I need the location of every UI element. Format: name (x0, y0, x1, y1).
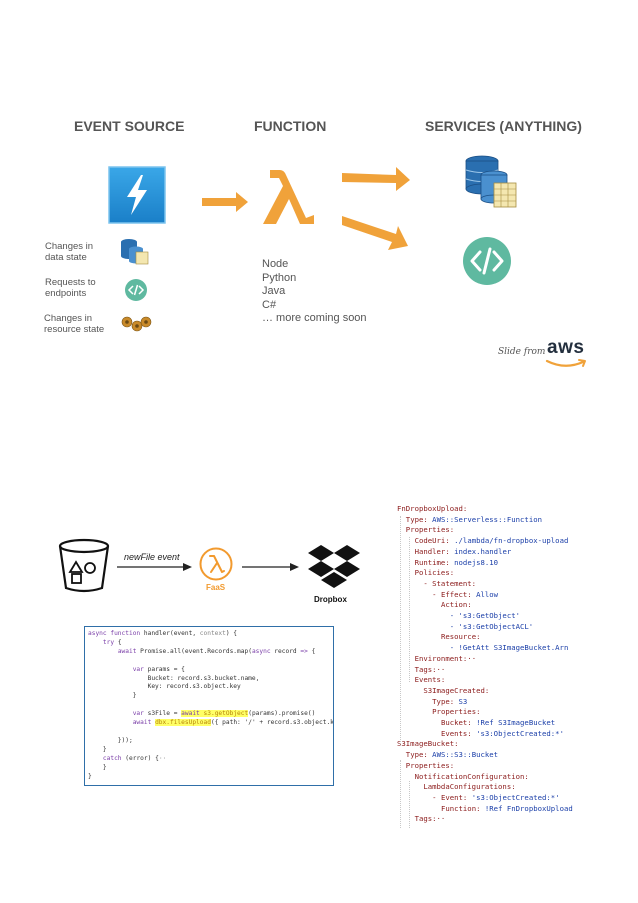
slide-from-text: Slide from (498, 347, 546, 357)
yaml-key: Events: (414, 675, 446, 685)
database-stack-icon (465, 155, 517, 208)
yaml-key: Runtime: (414, 557, 450, 567)
yaml-key: Properties: (405, 525, 455, 535)
event-label-endpoints: Requests to endpoints (45, 277, 96, 299)
handler-code-box: async function handler(event, context) {… (84, 626, 334, 786)
yaml-key: Properties: (432, 707, 481, 717)
yaml-key: Bucket: (440, 718, 472, 728)
yaml-value: 's3:ObjectCreated:*' (476, 728, 564, 738)
runtime-item: C# (262, 298, 277, 311)
yaml-value: 's3:ObjectCreated:*' (471, 792, 560, 802)
faas-label: FaaS (206, 583, 226, 592)
yaml-value: !Ref FnDropboxUpload (484, 803, 573, 813)
yaml-key: Type: (405, 514, 428, 524)
s3-bucket-icon (58, 538, 110, 593)
api-code-icon (463, 237, 511, 285)
yaml-key: Resource: (440, 632, 481, 642)
yaml-key: Tags:·· (414, 814, 446, 824)
lambda-trigger-icon (108, 166, 166, 224)
function-header: FUNCTION (254, 118, 327, 134)
yaml-key: Function: (440, 803, 481, 813)
yaml-key: - Event: (432, 792, 468, 802)
yaml-value: S3 (458, 696, 468, 706)
yaml-key: LambdaConfigurations: (423, 782, 516, 792)
yaml-value: AWS::S3::Bucket (432, 750, 499, 760)
yaml-value: index.handler (454, 546, 512, 556)
lambda-symbol-icon (263, 170, 314, 224)
yaml-key: Type: (432, 696, 455, 706)
yaml-key: Properties: (405, 760, 455, 770)
yaml-value: ./lambda/fn-dropbox-upload (454, 536, 569, 546)
arrow-right-bottom-icon (342, 216, 408, 250)
event-label-resource-state: Changes in resource state (44, 313, 105, 335)
yaml-value: - 's3:GetObject' (449, 611, 521, 621)
yaml-value: AWS::Serverless::Function (432, 514, 542, 524)
arrow-right-icon (202, 192, 248, 212)
arrow-to-faas-icon (117, 563, 192, 571)
arrow-right-top-icon (342, 167, 410, 191)
yaml-key: S3ImageCreated: (423, 685, 490, 695)
yaml-key: FnDropboxUpload: (397, 504, 468, 513)
yaml-key: CodeUri: (414, 536, 450, 546)
yaml-key: Action: (440, 600, 472, 610)
yaml-value: nodejs8.10 (454, 557, 499, 567)
yaml-value: - 's3:GetObjectACL' (449, 621, 534, 631)
yaml-key: Tags:·· (414, 664, 446, 674)
yaml-key: Policies: (414, 568, 455, 578)
yaml-key: Events: (440, 728, 472, 738)
services-header: SERVICES (ANYTHING) (425, 118, 582, 134)
runtime-item: Java (262, 285, 286, 297)
yaml-key: S3ImageBucket: (397, 739, 459, 749)
yaml-value: - !GetAtt S3ImageBucket.Arn (449, 643, 569, 653)
runtime-list: Node Python Java C# … more coming soon (262, 258, 367, 326)
yaml-key: - Statement: (423, 578, 477, 588)
yaml-value: !Ref S3ImageBucket (476, 718, 556, 728)
aws-smile-icon (545, 359, 586, 367)
yaml-key: Environment:·· (414, 653, 477, 663)
event-source-header: EVENT SOURCE (74, 118, 185, 134)
yaml-value: Allow (476, 589, 499, 599)
arrow-to-dropbox-icon (242, 563, 299, 571)
yaml-key: Handler: (414, 546, 450, 556)
handler-code: async function handler(event, context) {… (88, 630, 334, 780)
code-fn-name: handler(event, context) { (143, 630, 238, 637)
dropbox-label: Dropbox (314, 595, 347, 604)
yaml-key: NotificationConfiguration: (414, 771, 529, 781)
small-code-icon (125, 279, 147, 301)
small-database-icon (121, 239, 149, 265)
runtime-item: Node (262, 258, 289, 270)
gears-icon (121, 316, 152, 332)
new-file-event-label: newFile event (124, 552, 180, 562)
faas-lambda-icon (199, 547, 233, 581)
yaml-key: Type: (405, 750, 428, 760)
yaml-key: - Effect: (432, 589, 472, 599)
runtime-item: … more coming soon (262, 312, 367, 324)
aws-logo-text: aws (547, 337, 585, 358)
event-label-data-state: Changes in data state (45, 241, 94, 263)
yaml-template: FnDropboxUpload: Type: AWS::Serverless::… (397, 504, 635, 828)
runtime-item: Python (262, 271, 297, 284)
dropbox-logo-icon (308, 545, 360, 588)
